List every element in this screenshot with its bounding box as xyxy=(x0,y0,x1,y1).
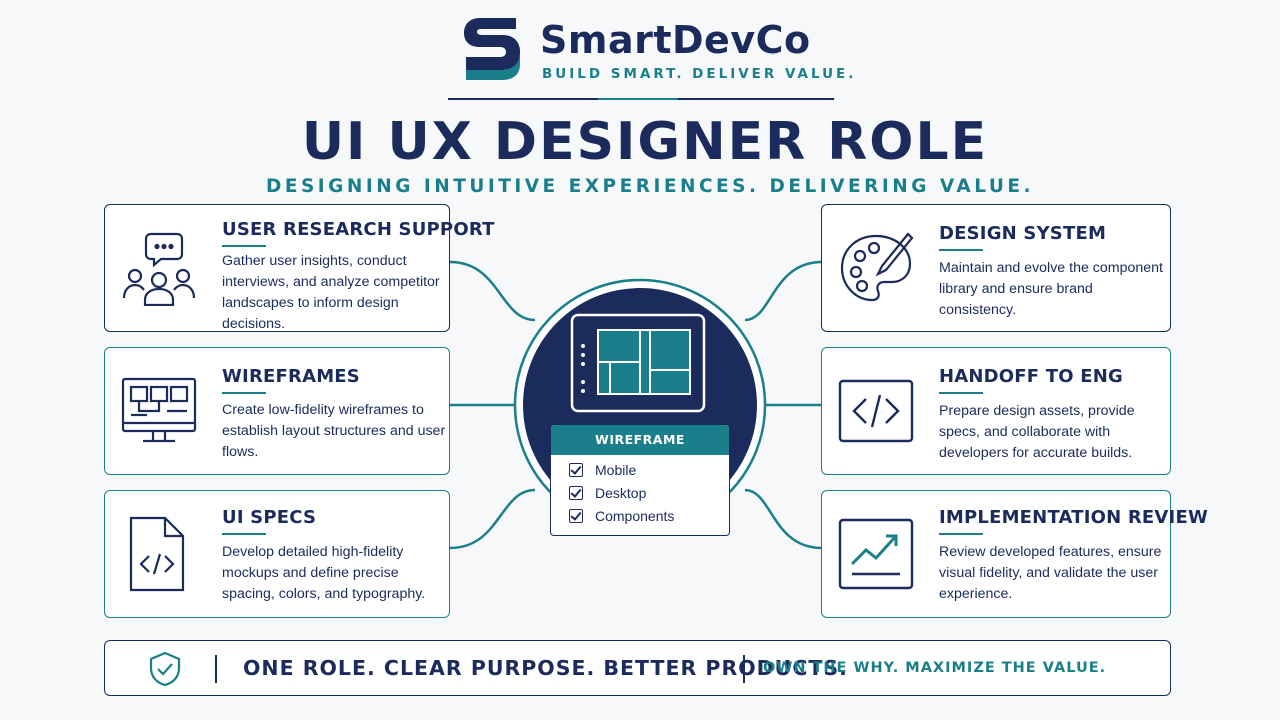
card-title: UI SPECS xyxy=(222,507,317,528)
wireframe-monitor-icon xyxy=(121,377,197,443)
card-description: Maintain and evolve the component librar… xyxy=(939,260,1163,318)
prototype-panel-title: WIREFRAME PROTOTYPE xyxy=(551,425,729,477)
card-title: USER RESEARCH SUPPORT xyxy=(222,219,495,240)
footer-separator xyxy=(743,655,745,683)
wireframe-prototype-panel: WIREFRAME PROTOTYPE Mobile Desktop Compo… xyxy=(550,424,730,536)
s-logo-icon xyxy=(464,18,520,80)
card-implementation-review: IMPLEMENTATION REVIEW Review developed f… xyxy=(821,490,1208,618)
title-underline xyxy=(939,533,983,535)
checklist-item-desktop: Desktop xyxy=(569,485,646,501)
card-title: WIREFRAMES xyxy=(222,366,360,387)
shield-check-icon xyxy=(149,651,181,687)
tablet-wireframe-icon xyxy=(570,313,706,413)
code-file-icon xyxy=(129,516,185,592)
code-brackets-icon xyxy=(838,379,914,443)
card-ui-specs: UI SPECS Develop detailed high-fidelity … xyxy=(104,490,450,618)
page-title: UI UX DESIGNER ROLE xyxy=(301,112,989,172)
title-underline xyxy=(222,245,266,247)
card-title: DESIGN SYSTEM xyxy=(939,223,1107,244)
card-description: Develop detailed high-fidelity mockups a… xyxy=(222,544,426,602)
title-underline xyxy=(222,392,266,394)
checklist-item-mobile: Mobile xyxy=(569,462,636,478)
checkbox-checked-icon xyxy=(569,463,583,477)
page-subtitle: DESIGNING INTUITIVE EXPERIENCES. DELIVER… xyxy=(265,176,1035,197)
footer-separator xyxy=(215,655,217,683)
user-research-icon xyxy=(122,232,196,306)
checkbox-checked-icon xyxy=(569,509,583,523)
footer-side-text: OWN THE WHY. MAXIMIZE THE VALUE. xyxy=(763,660,1107,676)
checkbox-checked-icon xyxy=(569,486,583,500)
card-description: Create low-fidelity wireframes to establ… xyxy=(222,402,446,460)
card-design-system: DESIGN SYSTEM Maintain and evolve the co… xyxy=(821,204,1171,332)
title-underline xyxy=(222,533,266,535)
trend-chart-icon xyxy=(838,518,914,590)
title-underline xyxy=(939,249,983,251)
card-description: Gather user insights, conduct interviews… xyxy=(222,253,440,332)
card-wireframes: WIREFRAMES Create low-fidelity wireframe… xyxy=(104,347,450,475)
header-divider xyxy=(448,98,834,100)
card-user-research-support: USER RESEARCH SUPPORT Gather user insigh… xyxy=(104,204,494,332)
footer-main-text: ONE ROLE. CLEAR PURPOSE. BETTER PRODUCTS… xyxy=(243,656,848,680)
card-title: HANDOFF TO ENG xyxy=(939,366,1123,387)
palette-icon xyxy=(840,232,914,302)
card-description: Prepare design assets, provide specs, an… xyxy=(939,403,1135,461)
brand-tagline: BUILD SMART. DELIVER VALUE. xyxy=(542,66,857,82)
card-description: Review developed features, ensure visual… xyxy=(939,544,1162,602)
title-underline xyxy=(939,392,983,394)
footer-banner: ONE ROLE. CLEAR PURPOSE. BETTER PRODUCTS… xyxy=(104,640,1171,696)
brand-name: SmartDevCo xyxy=(540,18,811,62)
card-handoff-to-eng: HANDOFF TO ENG Prepare design assets, pr… xyxy=(821,347,1171,475)
checklist-item-components: Components xyxy=(569,508,674,524)
card-title: IMPLEMENTATION REVIEW xyxy=(939,507,1208,528)
